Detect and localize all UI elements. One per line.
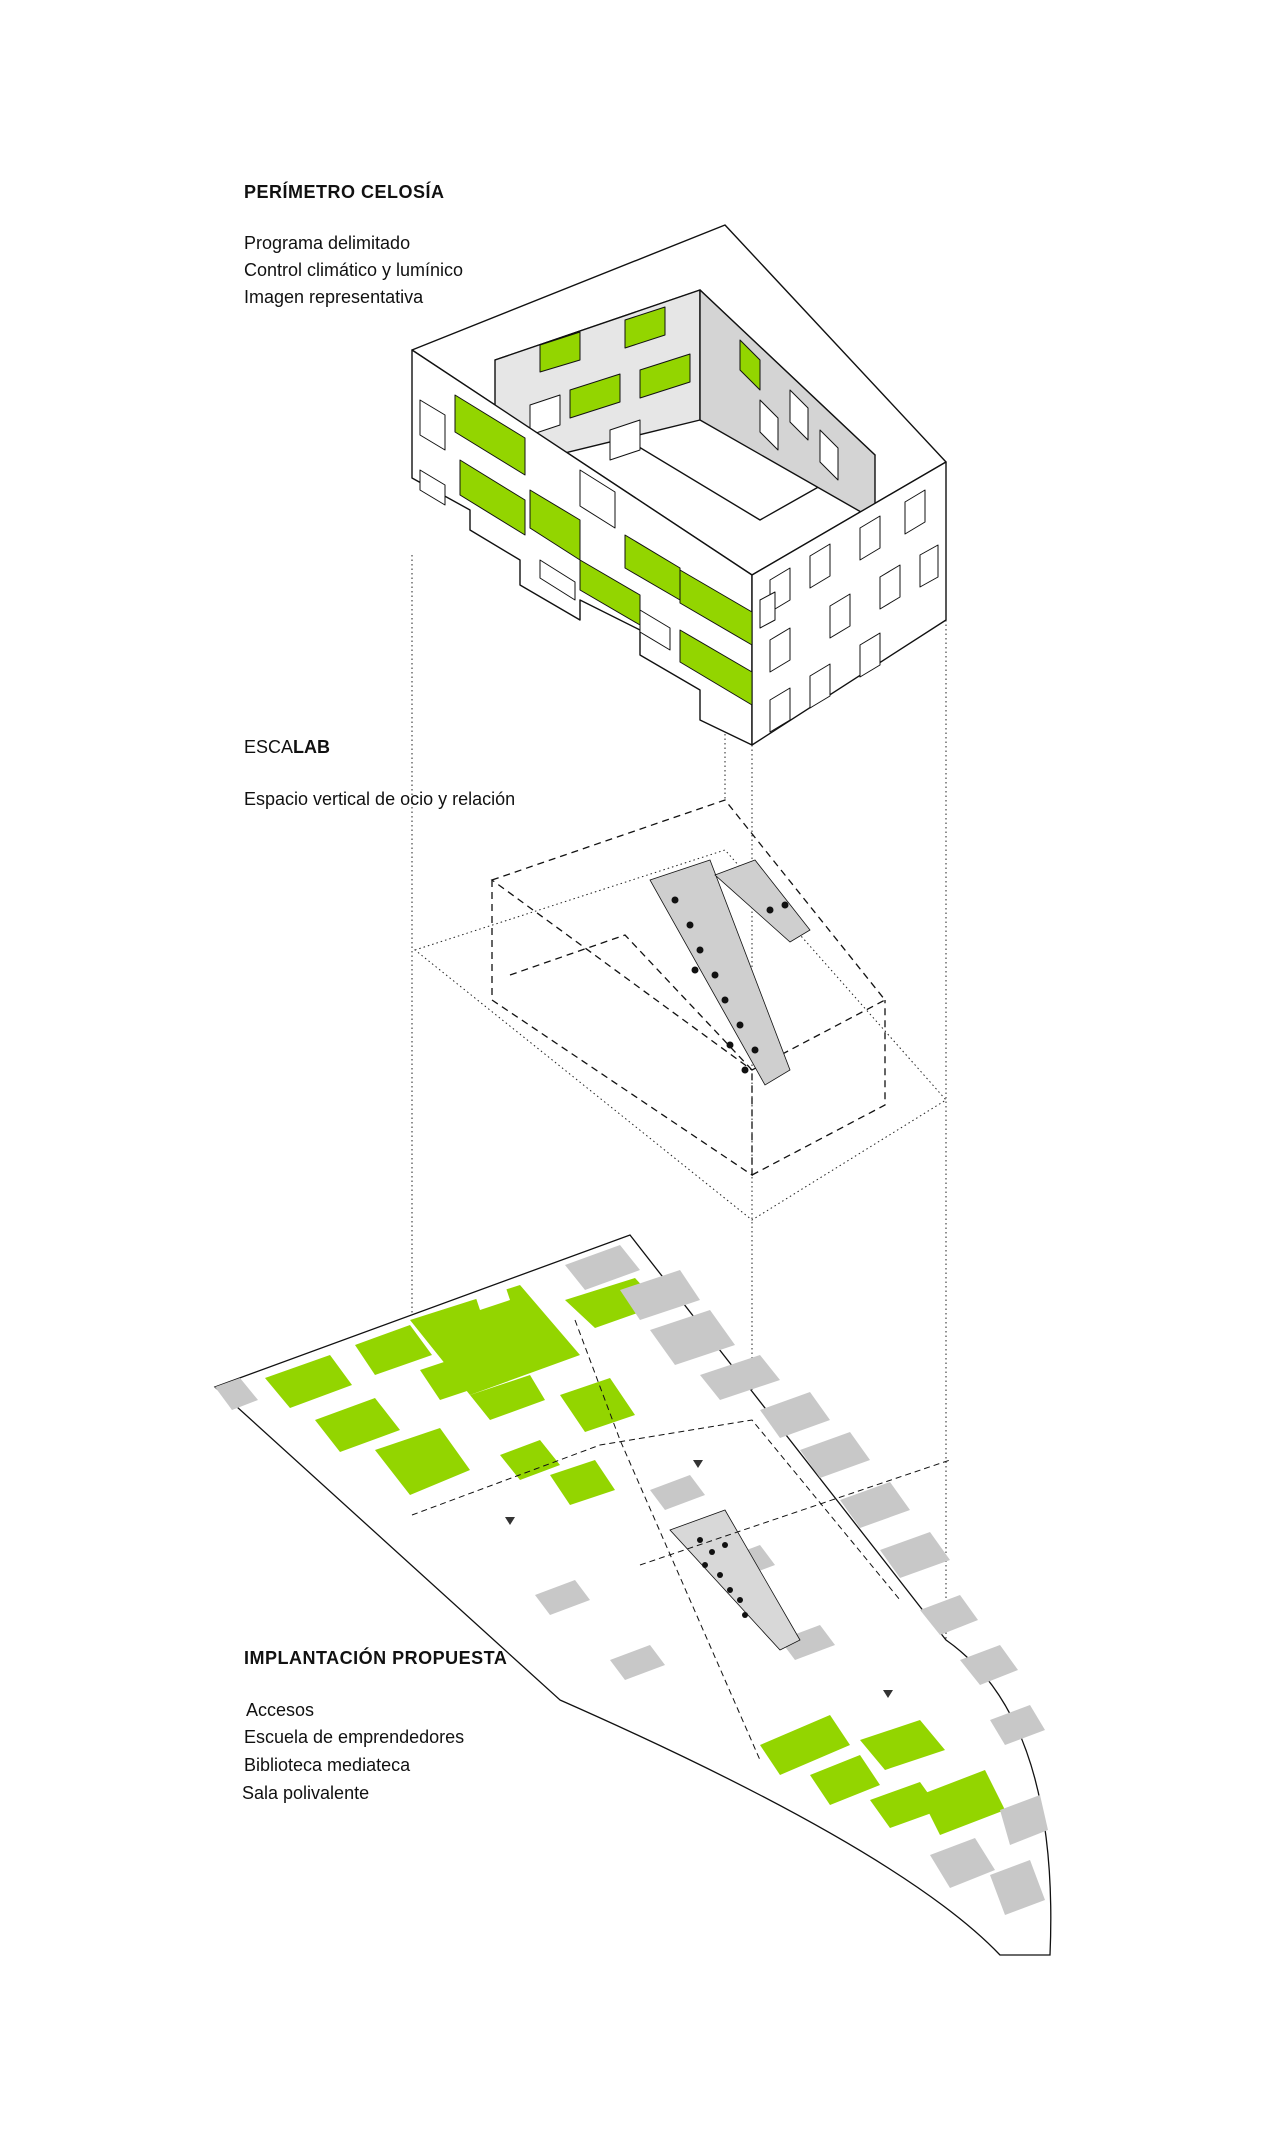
implantacion-item-4: Sala polivalente: [242, 1783, 370, 1803]
escalab-title: ESCALAB: [244, 737, 330, 758]
escalab-site-outline: [413, 849, 947, 1221]
gray-tiles: [215, 1245, 1048, 1915]
escalab-item-1: Espacio vertical de ocio y relación: [244, 789, 516, 809]
facade-green-panels: [454, 394, 753, 706]
right-facade-windows: [759, 489, 939, 733]
access-markers: [505, 1460, 893, 1698]
perimeter-building: [411, 224, 947, 746]
facade-windows: [419, 399, 671, 651]
implantacion-item-3: Biblioteca mediateca: [244, 1755, 411, 1775]
stair-people: [671, 896, 789, 1074]
program-outlines: [411, 1319, 951, 1761]
courtyard-windows: [529, 306, 839, 481]
implantacion-item-1: Accesos: [246, 1700, 315, 1720]
implantacion-title: IMPLANTACIÓN PROPUESTA: [244, 1648, 508, 1668]
perimetro-title: PERÍMETRO CELOSÍA: [244, 182, 445, 202]
green-tiles: [265, 1278, 1005, 1835]
escalab-staircase: [649, 859, 811, 1086]
plan-people: [697, 1537, 748, 1618]
escalab-title-light: ESCA: [244, 737, 294, 757]
perimetro-item-2: Control climático y lumínico: [244, 260, 464, 280]
escalab-volume: [490, 799, 886, 1177]
site-outline: [213, 1234, 1052, 1956]
perimetro-item-3: Imagen representativa: [244, 287, 424, 307]
plan-staircase: [669, 1509, 801, 1651]
perimetro-item-1: Programa delimitado: [244, 233, 411, 253]
site-plan: [213, 1234, 1052, 1956]
implantacion-item-2: Escuela de emprendedores: [244, 1727, 465, 1747]
escalab-title-bold: LAB: [293, 737, 331, 757]
